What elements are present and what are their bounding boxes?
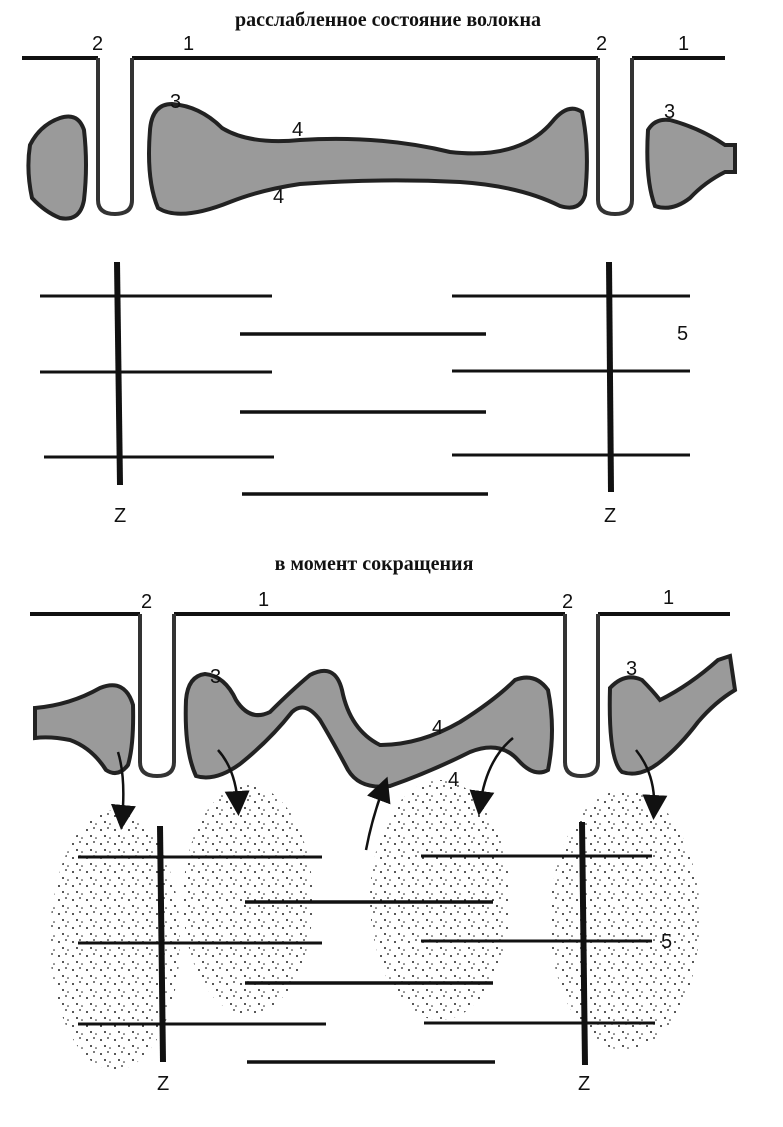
label-2: 2 xyxy=(596,33,607,55)
label-z: Z xyxy=(578,1073,590,1095)
label-5: 5 xyxy=(677,323,688,345)
label-z: Z xyxy=(157,1073,169,1095)
t-tubule-left xyxy=(138,614,176,779)
label-4: 4 xyxy=(432,717,443,739)
label-3: 3 xyxy=(664,101,675,123)
reticulum-left-fragment xyxy=(33,683,136,776)
reticulum-right-fragment xyxy=(645,117,737,210)
panel-title: в момент сокращения xyxy=(275,553,474,575)
actin-filaments xyxy=(78,854,655,1026)
actin-filaments xyxy=(40,294,690,459)
label-4: 4 xyxy=(292,119,303,141)
t-tubule-right xyxy=(596,58,634,217)
label-3: 3 xyxy=(170,91,181,113)
z-line-right xyxy=(579,821,588,1066)
label-1: 1 xyxy=(678,33,689,55)
reticulum-right-fragment xyxy=(607,653,738,776)
t-tubule-right xyxy=(563,614,600,779)
label-1: 1 xyxy=(258,589,269,611)
label-3: 3 xyxy=(210,666,221,688)
label-2: 2 xyxy=(92,33,103,55)
label-5: 5 xyxy=(661,931,672,953)
calcium-diffusion-clouds xyxy=(50,780,700,1070)
reticulum-cistern xyxy=(183,669,554,789)
panel-contraction: в момент сокращения xyxy=(30,553,738,1095)
reticulum-left-fragment xyxy=(26,114,88,221)
label-z: Z xyxy=(114,505,126,527)
label-z: Z xyxy=(604,505,616,527)
panel-relaxed: расслабленное состояние волокна 2 1 2 xyxy=(22,9,737,527)
label-2: 2 xyxy=(562,591,573,613)
calcium-release-arrows xyxy=(110,737,668,851)
panel-title: расслабленное состояние волокна xyxy=(235,9,541,31)
reticulum-cistern xyxy=(147,101,589,216)
myosin-filaments xyxy=(240,332,488,496)
label-3: 3 xyxy=(626,658,637,680)
label-4: 4 xyxy=(273,186,284,208)
label-1: 1 xyxy=(663,587,674,609)
label-1: 1 xyxy=(183,33,194,55)
label-2: 2 xyxy=(141,591,152,613)
t-tubule-left xyxy=(96,58,134,217)
myosin-filaments xyxy=(245,900,495,1064)
label-4: 4 xyxy=(448,769,459,791)
